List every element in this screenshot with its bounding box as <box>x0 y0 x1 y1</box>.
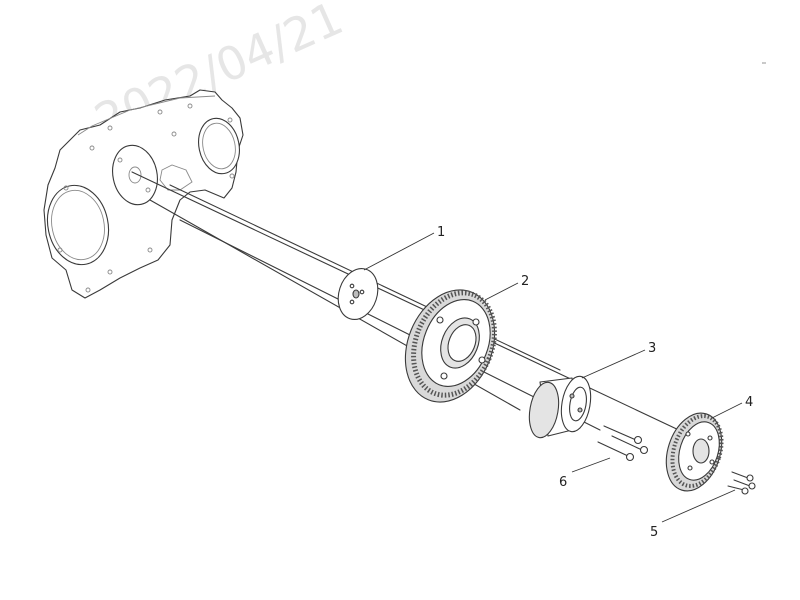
callout-6: 6 <box>559 475 567 490</box>
callout-5: 5 <box>650 525 658 540</box>
leader-1 <box>363 232 435 271</box>
callout-3: 3 <box>648 341 656 356</box>
callout-4: 4 <box>745 395 753 410</box>
shaft-axis <box>131 171 701 441</box>
leader-lines <box>363 232 743 523</box>
leader-2 <box>484 282 519 301</box>
leader-6 <box>571 457 611 473</box>
long-bolts <box>597 425 649 462</box>
leader-4 <box>711 402 743 419</box>
callout-2: 2 <box>521 274 529 289</box>
engine-front-plate <box>43 89 244 299</box>
short-bolts <box>727 471 756 495</box>
leader-3 <box>581 349 646 379</box>
leader-5 <box>661 489 736 523</box>
idler-gear-small <box>665 412 724 492</box>
hub-bushing <box>528 375 592 439</box>
idler-gear-large <box>404 289 497 403</box>
callout-1: 1 <box>437 225 445 240</box>
thrust-washer <box>337 268 379 320</box>
